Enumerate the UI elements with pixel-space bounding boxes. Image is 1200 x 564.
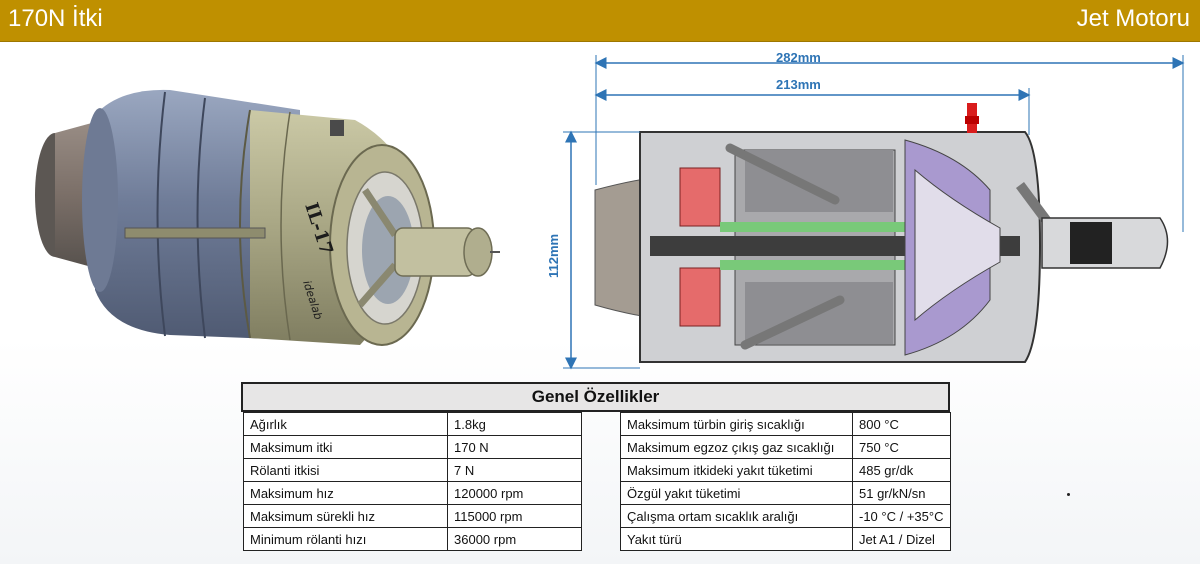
spec-value: 1.8kg: [447, 412, 582, 436]
stray-dot: [1067, 493, 1070, 496]
engine-cross-section: [594, 103, 1169, 363]
spec-label: Maksimum türbin giriş sıcaklığı: [620, 412, 853, 436]
spec-value: 485 gr/dk: [852, 458, 951, 482]
spec-label: Yakıt türü: [620, 527, 853, 551]
spec-value: 36000 rpm: [447, 527, 582, 551]
spec-value: 7 N: [447, 458, 582, 482]
dimension-total-length: 282mm: [776, 50, 821, 65]
dimension-lines: [563, 55, 1185, 370]
page-title-left: 170N İtki: [8, 5, 103, 32]
engine-3d-render: IL-17 idealab: [35, 89, 500, 346]
header-bar: 170N İtki Jet Motoru: [0, 0, 1200, 42]
spec-label: Çalışma ortam sıcaklık aralığı: [620, 504, 853, 528]
spec-value: 115000 rpm: [447, 504, 582, 528]
spec-label: Özgül yakıt tüketimi: [620, 481, 853, 505]
spec-value: -10 °C / +35°C: [852, 504, 951, 528]
spec-label: Maksimum itki: [243, 435, 448, 459]
spec-label: Ağırlık: [243, 412, 448, 436]
spec-value: 800 °C: [852, 412, 951, 436]
page-title-right: Jet Motoru: [1076, 5, 1190, 32]
engine-illustrations: IL-17 idealab: [35, 55, 1185, 370]
spec-label: Maksimum sürekli hız: [243, 504, 448, 528]
table-row: Çalışma ortam sıcaklık aralığı-10 °C / +…: [620, 504, 951, 528]
spec-value: 750 °C: [852, 435, 951, 459]
spec-label: Maksimum itkideki yakıt tüketimi: [620, 458, 853, 482]
spec-label: Minimum rölanti hızı: [243, 527, 448, 551]
spec-value: 170 N: [447, 435, 582, 459]
spec-value: 120000 rpm: [447, 481, 582, 505]
spec-value: Jet A1 / Dizel: [852, 527, 951, 551]
spec-label: Maksimum egzoz çıkış gaz sıcaklığı: [620, 435, 853, 459]
spec-value: 51 gr/kN/sn: [852, 481, 951, 505]
spec-label: Rölanti itkisi: [243, 458, 448, 482]
specs-title: Genel Özellikler: [241, 382, 950, 412]
dimension-diameter: 112mm: [546, 233, 561, 278]
spec-label: Maksimum hız: [243, 481, 448, 505]
dimension-body-length: 213mm: [776, 77, 821, 92]
